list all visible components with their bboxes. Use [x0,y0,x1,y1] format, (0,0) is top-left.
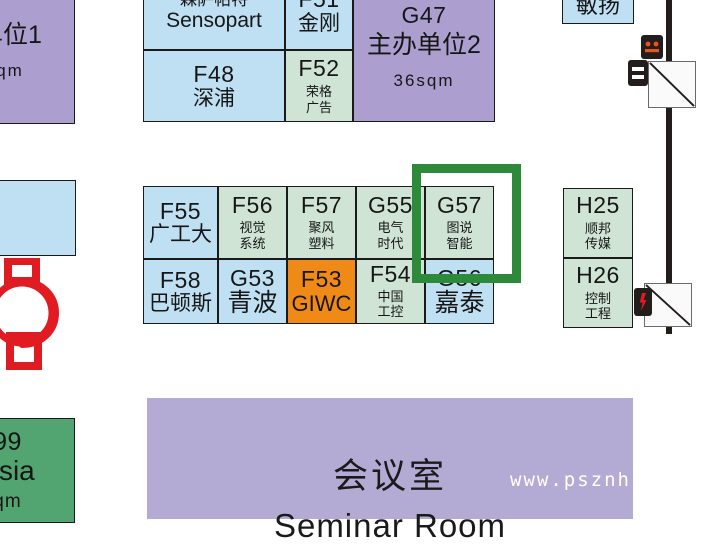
booth-g53[interactable]: G53 青波 [218,259,287,324]
booth-asia[interactable]: 99 Asia qm [0,418,75,523]
booth-code: G55 [368,191,413,218]
red-circle-annotation-icon [0,258,86,370]
booth-name-line1: 顺邦 [584,220,611,236]
booth-name: 单位1 [0,20,42,49]
booth-code: F51 [298,0,339,11]
electrical-panel-icon [628,60,648,86]
booth-minyang[interactable]: 敏扬 [562,0,634,24]
booth-code: F55 [159,197,202,224]
booth-name: GIWC [291,290,352,316]
booth-name-line1: 电气 [377,220,404,236]
booth-name-en: Sensopart [166,9,262,33]
booth-f56[interactable]: F56 视觉 系统 [218,186,287,259]
booth-name-cn: 森萨帕特 [180,0,248,10]
booth-organizer1[interactable]: 单位1 qm [0,0,75,124]
booth-name-line2: 时代 [377,235,404,251]
booth-name-line1: 视觉 [239,220,266,236]
booth-name-line2: 塑料 [308,235,335,251]
booth-f58[interactable]: F58 巴顿斯 [143,259,218,324]
seminar-room-name-en: Seminar Room [273,507,507,544]
booth-empty-blue[interactable] [0,180,76,256]
booth-name: 主办单位2 [367,30,481,59]
booth-f52[interactable]: F52 荣格 广告 [285,50,353,122]
booth-name: 青波 [227,288,278,317]
booth-name-line2: 传媒 [584,236,611,252]
booth-name-line2: 工控 [377,304,404,320]
booth-h25[interactable]: H25 顺邦 传媒 [563,188,633,258]
booth-name-line1: 聚风 [308,220,335,236]
seminar-room-name-cn: 会议室 [332,457,447,496]
booth-name: 深浦 [193,87,235,111]
power-outlet-icon [641,35,663,59]
booth-area: 36sqm [393,71,455,91]
booth-f55[interactable]: F55 广工大 [143,186,218,259]
booth-g47[interactable]: G47 主办单位2 36sqm [353,0,495,122]
booth-area: qm [0,490,22,512]
booth-name-line1: 荣格 [305,84,332,100]
booth-name-line2: 广告 [305,99,332,115]
highlight-inner-mask [419,169,515,186]
booth-area: qm [0,61,24,81]
door-bottom [644,283,692,327]
booth-f51[interactable]: F51 金刚 [285,0,353,50]
booth-name: 敏扬 [575,0,620,18]
booth-name: 金刚 [298,12,340,36]
booth-code: F56 [231,191,274,218]
booth-code: G47 [401,2,447,29]
booth-g57[interactable]: G57 图说 智能 [425,186,494,259]
booth-name-line2: 系统 [239,235,266,251]
booth-code: 99 [0,427,22,456]
booth-code: F58 [159,266,202,293]
booth-code: H26 [576,262,620,289]
booth-code: F48 [193,60,235,87]
booth-g56[interactable]: G56 嘉泰 [425,259,494,324]
booth-name-line1: 中国 [377,288,404,304]
seminar-room[interactable]: 会议室 Seminar Room [147,398,633,544]
booth-f48[interactable]: F48 深浦 [143,50,285,122]
wall-vertical-right [666,0,672,334]
booth-name: Asia [0,455,35,487]
door-swing-icon [645,284,691,326]
booth-f57[interactable]: F57 聚风 塑料 [287,186,356,259]
watermark: www.psznh [510,469,631,491]
booth-code: G57 [437,191,482,218]
booth-name-line2: 工程 [584,306,611,322]
booth-name: 广工大 [149,223,212,247]
fire-extinguisher-icon [634,288,652,316]
booth-code: F54 [369,261,412,288]
booth-f53[interactable]: F53 GIWC [287,259,356,324]
booth-name-line1: 图说 [446,220,473,236]
booth-code: G53 [230,264,275,291]
booth-code: F53 [300,266,343,293]
booth-name-line2: 智能 [446,235,473,251]
booth-name: 巴顿斯 [149,292,212,316]
booth-h26[interactable]: H26 控制 工程 [563,258,633,328]
booth-name: 嘉泰 [434,288,485,317]
booth-code: F57 [300,191,343,218]
booth-code: H25 [576,192,620,219]
booth-code: F52 [298,54,340,81]
door-top [648,61,696,108]
door-swing-icon [649,62,695,107]
booth-name-line1: 控制 [584,290,611,306]
booth-sensopart[interactable]: 森萨帕特 Sensopart [143,0,285,50]
highlight-inner-mask-right [495,169,515,274]
green-highlight-rectangle[interactable] [412,164,521,283]
